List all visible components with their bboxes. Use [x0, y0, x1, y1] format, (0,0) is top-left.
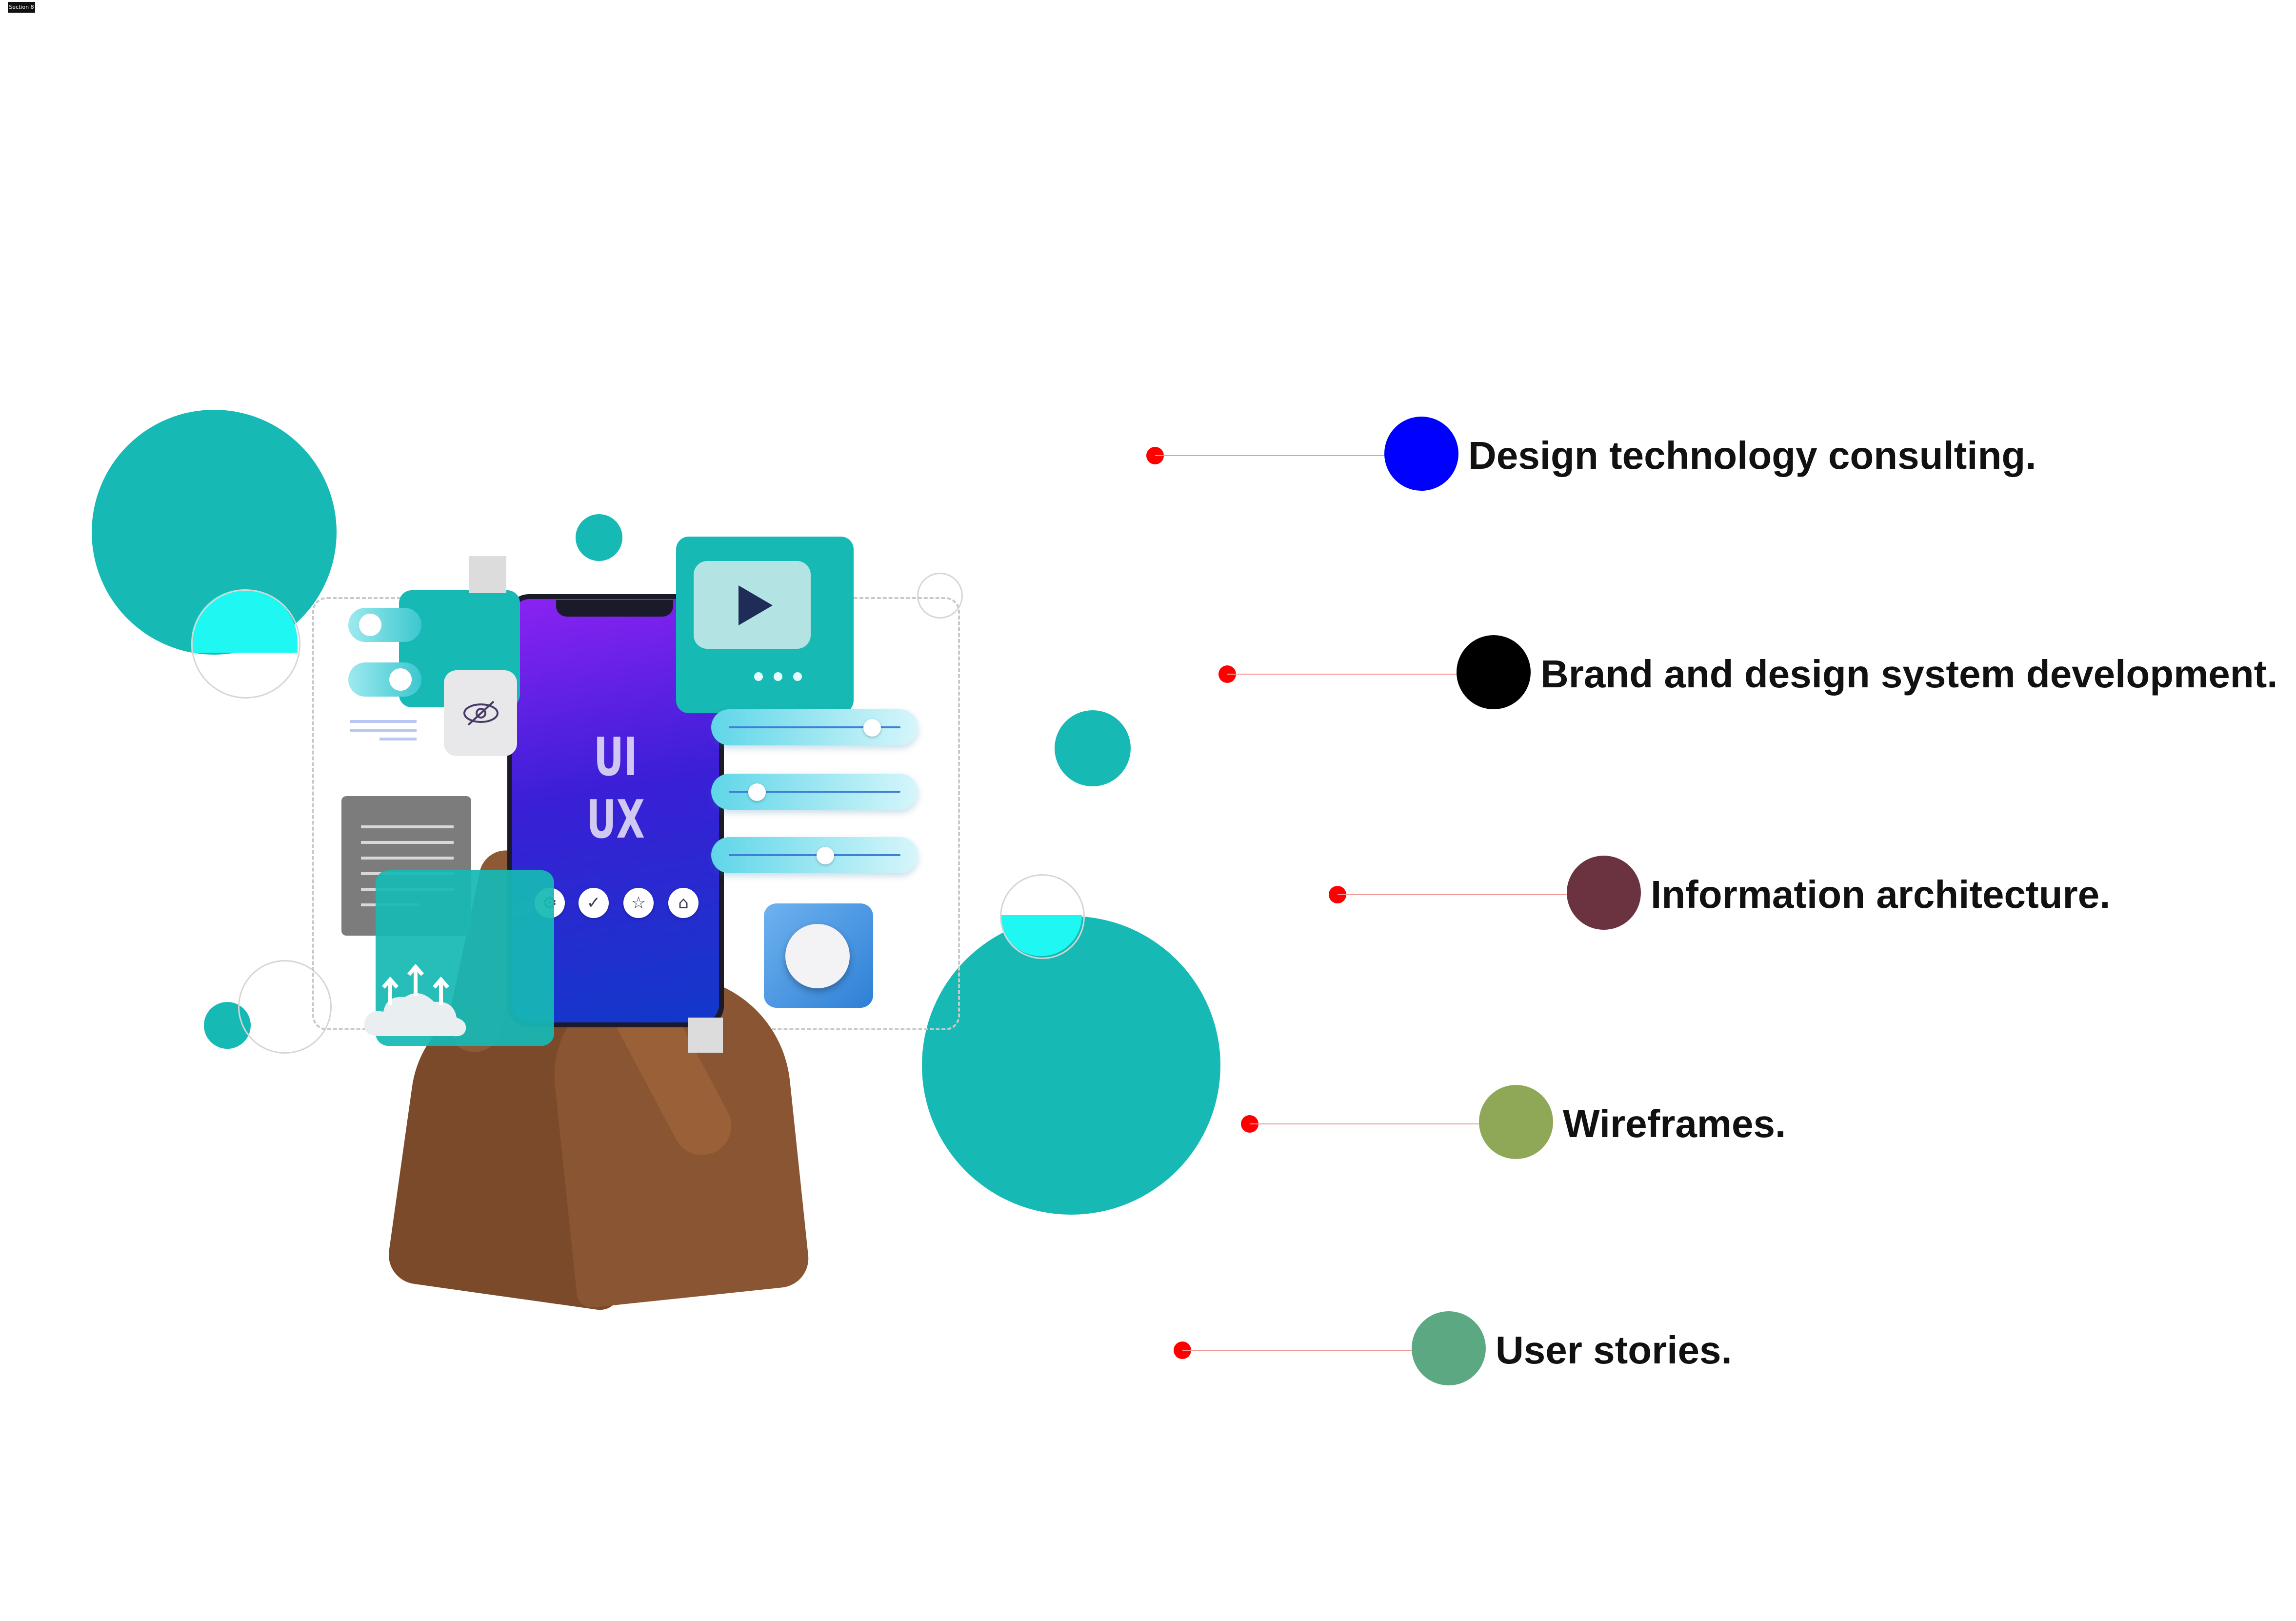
cloud-upload-icon	[364, 963, 466, 1037]
decor-ring	[917, 573, 963, 619]
text-lines-decor	[350, 720, 419, 744]
service-item: Brand and design system development.	[1218, 635, 2292, 713]
service-item: Information architecture.	[1329, 856, 2280, 934]
round-button-card	[764, 903, 873, 1008]
service-bubble	[1567, 856, 1641, 930]
more-dots-icon	[754, 672, 808, 682]
slider-control	[711, 837, 918, 873]
services-list: Design technology consulting. Brand and …	[1146, 415, 2296, 1390]
upload-card	[364, 870, 554, 1046]
hidden-eye-card	[444, 670, 517, 756]
decor-ring	[1000, 874, 1085, 959]
decor-ring	[191, 589, 300, 699]
check-icon: ✓	[579, 888, 609, 918]
service-label: Information architecture.	[1651, 873, 2111, 916]
connector-line	[1338, 894, 1572, 895]
decor-ring	[238, 960, 332, 1054]
service-label: Design technology consulting.	[1468, 434, 2036, 477]
decor-circle-small-teal	[1055, 710, 1131, 786]
square-marker	[469, 556, 506, 593]
bag-icon: ⌂	[668, 888, 699, 918]
service-bubble	[1412, 1311, 1486, 1385]
toggle-switch	[348, 608, 421, 642]
connector-line	[1227, 674, 1461, 675]
play-icon	[739, 585, 773, 625]
connector-line	[1155, 455, 1389, 456]
uiux-illustration: UI UX ⚙ ✓ ☆ ⌂	[0, 0, 1249, 1317]
connector-line	[1250, 1123, 1484, 1124]
service-label: User stories.	[1496, 1328, 1732, 1372]
decor-circle-small-teal	[576, 514, 622, 561]
slider-control	[711, 709, 918, 745]
service-item: Design technology consulting.	[1146, 417, 2122, 495]
service-item: User stories.	[1174, 1311, 2052, 1389]
toggle-switch	[348, 662, 421, 697]
service-bubble	[1479, 1085, 1553, 1159]
service-item: Wireframes.	[1241, 1085, 2119, 1163]
phone-title-ui: UI	[594, 727, 638, 788]
slider-control	[711, 774, 918, 810]
connector-line	[1182, 1350, 1417, 1351]
decor-circle-large-teal	[922, 916, 1220, 1215]
star-icon: ☆	[623, 888, 654, 918]
service-bubble	[1384, 417, 1458, 491]
video-player	[694, 561, 811, 649]
video-card	[676, 537, 854, 713]
eye-off-icon	[463, 700, 499, 726]
service-bubble	[1457, 635, 1531, 709]
phone-title-ux: UX	[586, 789, 645, 850]
service-label: Wireframes.	[1563, 1102, 1786, 1145]
square-marker	[688, 1018, 723, 1053]
service-label: Brand and design system development.	[1540, 652, 2278, 696]
section-tag: Section 8	[8, 2, 35, 13]
